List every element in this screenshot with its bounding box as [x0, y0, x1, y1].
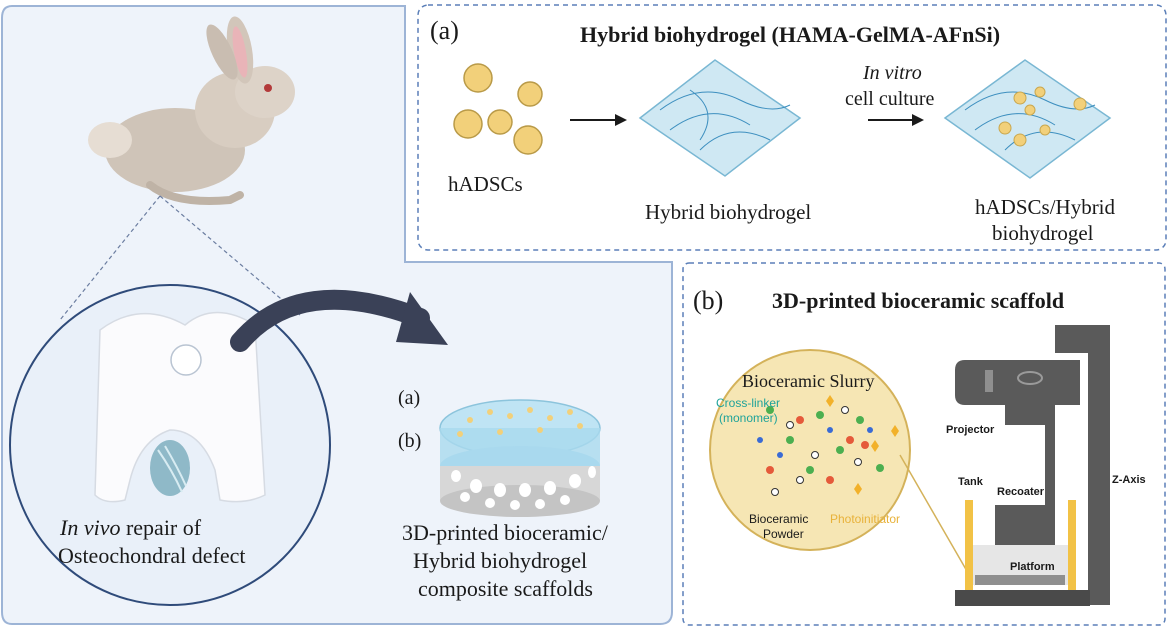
projector-label: Projector — [946, 424, 995, 436]
result-label-line2: biohydrogel — [992, 221, 1094, 245]
panel-a-title: Hybrid biohydrogel (HAMA-GelMA-AFnSi) — [580, 22, 1001, 47]
recoater-label: Recoater — [997, 486, 1045, 498]
printer-illustration — [955, 325, 1110, 606]
tank-label: Tank — [958, 476, 983, 488]
powder-line1: Bioceramic — [749, 512, 809, 526]
panel-a-box — [417, 4, 1167, 251]
composite-line1: 3D-printed bioceramic/ — [402, 520, 608, 545]
slurry-title: Bioceramic Slurry — [742, 371, 875, 391]
repair-rest: repair of — [120, 515, 202, 540]
guide-line-left — [59, 195, 161, 321]
panel-b-title: 3D-printed bioceramic scaffold — [772, 288, 1065, 313]
zaxis-label: Z-Axis — [1112, 474, 1146, 486]
repair-italic: In vivo — [60, 515, 121, 540]
composite-line2: Hybrid biohydrogel — [413, 548, 588, 573]
arrow-icon — [230, 289, 430, 352]
repair-label-line1: In vivo repair of — [60, 515, 201, 541]
layer-a-label: (a) — [398, 387, 421, 409]
slurry-pointer-line — [899, 454, 976, 586]
panel-a-label: (a) — [430, 16, 459, 45]
photoinitiator-label: Photoinitiator — [830, 512, 901, 526]
crosslinker-line2: (monomer) — [719, 411, 778, 425]
scaffold-illustration — [439, 399, 601, 517]
result-label-line1: hADSCs/Hybrid — [975, 195, 1116, 219]
step-label: cell culture — [845, 88, 935, 110]
powder-line2: Powder — [763, 527, 804, 541]
composite-line3: composite scaffolds — [418, 576, 593, 601]
rabbit-illustration — [88, 16, 295, 205]
crosslinker-line1: Cross-linker — [716, 396, 781, 410]
hydrogel-label: Hybrid biohydrogel — [645, 200, 812, 224]
slurry-circle — [709, 349, 911, 551]
arrow-head-icon — [396, 292, 448, 345]
platform-label: Platform — [1010, 561, 1055, 573]
hydrogel-illustration — [638, 59, 802, 177]
cells-illustration — [453, 63, 543, 155]
cell-laden-hydrogel-illustration — [943, 59, 1112, 179]
step-label-italic: In vitro — [863, 62, 922, 84]
layer-b-label: (b) — [398, 430, 422, 452]
arrow-2-icon — [868, 114, 924, 126]
knee-joint-illustration — [94, 311, 266, 503]
arrow-1-icon — [570, 114, 627, 126]
cells-label: hADSCs — [448, 172, 523, 196]
repair-label-line2: Osteochondral defect — [58, 543, 246, 568]
guide-line-right — [159, 195, 301, 316]
panel-b-label: (b) — [693, 286, 724, 315]
slurry-molecules — [757, 395, 899, 496]
